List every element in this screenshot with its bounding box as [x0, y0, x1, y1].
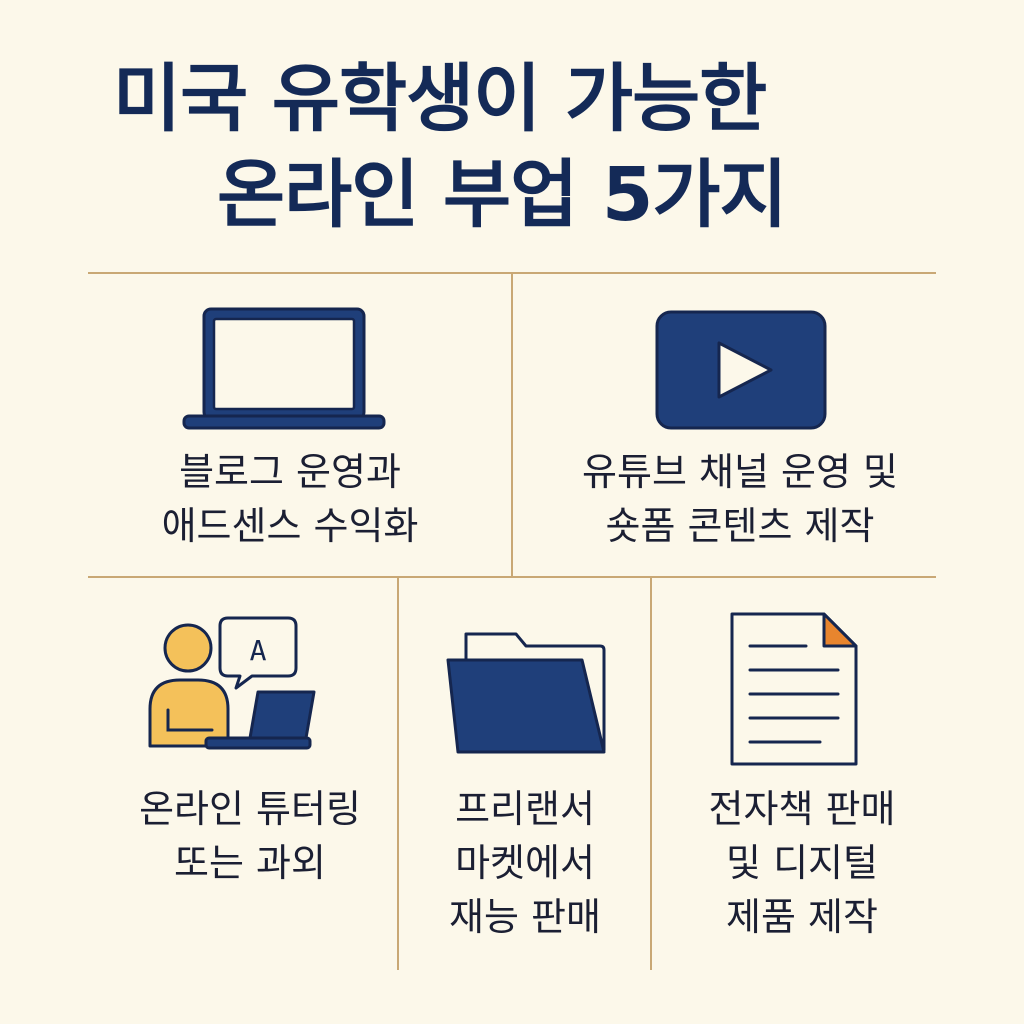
divider-vertical-bottom-left — [397, 578, 399, 970]
item-freelance-line-2: 마켓에서 — [455, 841, 595, 885]
divider-top — [88, 272, 936, 274]
divider-vertical-top — [511, 274, 513, 576]
item-tutoring-line-1: 온라인 튜터링 — [139, 787, 361, 831]
video-play-icon — [655, 310, 827, 430]
item-freelance-line-1: 프리랜서 — [455, 787, 595, 831]
divider-vertical-bottom-right — [650, 578, 652, 970]
item-youtube-label: 유튜브 채널 운영 및 숏폼 콘텐츠 제작 — [540, 445, 940, 553]
online-tutor-icon: A — [148, 616, 316, 750]
item-freelance-label: 프리랜서 마켓에서 재능 판매 — [400, 782, 650, 944]
item-freelance-line-3: 재능 판매 — [449, 895, 601, 939]
folder-icon — [446, 632, 606, 754]
item-ebook-line-1: 전자책 판매 — [708, 787, 896, 831]
item-tutoring-label: 온라인 튜터링 또는 과외 — [100, 782, 400, 890]
laptop-icon — [182, 307, 386, 430]
item-blog-line-2: 애드센스 수익화 — [161, 504, 419, 548]
title-line-2: 온라인 부업 5가지 — [217, 152, 788, 238]
item-ebook-label: 전자책 판매 및 디지털 제품 제작 — [652, 782, 952, 944]
document-icon — [730, 612, 858, 766]
item-blog-label: 블로그 운영과 애드센스 수익화 — [130, 445, 450, 553]
item-ebook-line-2: 및 디지털 — [726, 841, 878, 885]
item-youtube-line-2: 숏폼 콘텐츠 제작 — [605, 504, 875, 548]
item-ebook-line-3: 제품 제작 — [726, 895, 878, 939]
page-title: 미국 유학생이 가능한 온라인 부업 5가지 — [0, 0, 1024, 260]
speech-letter: A — [250, 634, 267, 667]
title-line-1: 미국 유학생이 가능한 — [113, 56, 767, 142]
item-tutoring-line-2: 또는 과외 — [174, 841, 326, 885]
item-blog-line-1: 블로그 운영과 — [179, 450, 401, 494]
divider-middle — [88, 576, 936, 578]
item-youtube-line-1: 유튜브 채널 운영 및 — [582, 450, 898, 494]
